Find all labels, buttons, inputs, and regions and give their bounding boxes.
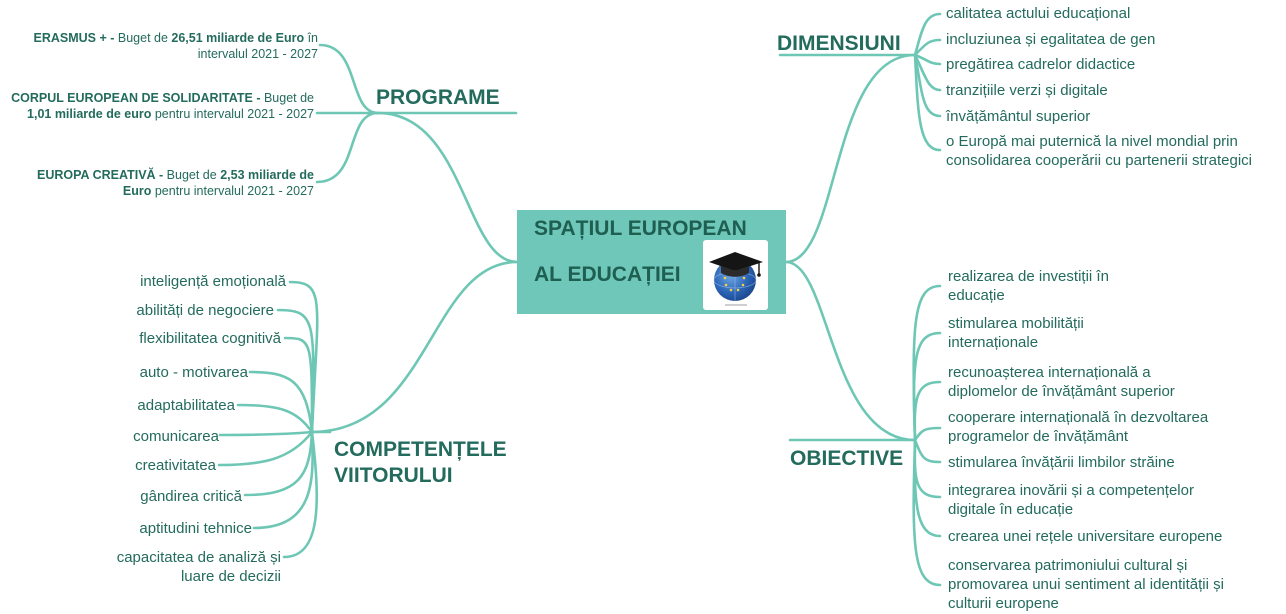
branch-programe: PROGRAME xyxy=(376,86,500,109)
objective-item: crearea unei rețele universitare europen… xyxy=(948,528,1223,545)
connector-dim-6 xyxy=(913,53,942,152)
objective-item: realizarea de investiții în educație xyxy=(948,268,1109,304)
connector-ob-4 xyxy=(913,426,942,442)
program-item: CORPUL EUROPEAN DE SOLIDARITATE - Buget … xyxy=(11,91,314,121)
objective-item: stimularea învățării limbilor străine xyxy=(948,454,1175,471)
connector-comp-8 xyxy=(243,430,314,497)
program-item: EUROPA CREATIVĂ - Buget de 2,53 miliarde… xyxy=(37,168,314,198)
connector-ob-8 xyxy=(912,438,942,587)
connector-ob-2 xyxy=(912,331,942,442)
connector-comp-7 xyxy=(217,430,314,467)
competence-item: aptitudini tehnice xyxy=(139,520,252,537)
competence-item: creativitatea xyxy=(135,457,216,474)
connector-programe xyxy=(376,111,519,264)
dimension-item: pregătirea cadrelor didactice xyxy=(946,56,1136,73)
connector-dimensiuni xyxy=(784,53,917,264)
connector-dim-3 xyxy=(913,53,942,66)
connector-dim-1 xyxy=(913,12,942,57)
branch-obiective: OBIECTIVE xyxy=(790,447,904,470)
connector-ob-1 xyxy=(912,284,942,442)
connector-ob-3 xyxy=(913,380,942,442)
program-item: ERASMUS + - Buget de 26,51 miliarde de E… xyxy=(33,31,318,61)
objective-item: cooperare internațională în dezvoltarea … xyxy=(948,409,1209,445)
connector-dim-2 xyxy=(913,38,942,57)
connector-prog-1 xyxy=(318,43,380,115)
competence-item: abilități de negociere xyxy=(136,302,274,319)
competence-item: gândirea critică xyxy=(140,488,242,505)
connector-comp-6 xyxy=(218,430,314,437)
objective-item: integrarea inovării și a competențelor d… xyxy=(948,482,1194,518)
competence-item: flexibilitatea cognitivă xyxy=(139,330,281,347)
connector-comp-4 xyxy=(248,370,314,434)
objective-item: recunoașterea internațională a diplomelo… xyxy=(948,364,1175,400)
branch-competente: COMPETENȚELE VIITORULUI xyxy=(334,438,507,487)
connector-prog-3 xyxy=(315,111,380,184)
competence-item: adaptabilitatea xyxy=(137,397,235,414)
dimension-item: calitatea actului educațional xyxy=(946,5,1131,22)
connector-obiective xyxy=(784,260,917,442)
dimension-item: incluziunea și egalitatea de gen xyxy=(946,31,1156,48)
connector-comp-5 xyxy=(236,403,314,434)
connector-comp-9 xyxy=(252,430,314,530)
connector-comp-3 xyxy=(283,336,314,434)
connector-dim-4 xyxy=(913,53,942,92)
central-node: SPAȚIUL EUROPEAN AL EDUCAȚIEI xyxy=(517,210,786,314)
objective-item: stimularea mobilității internaționale xyxy=(948,315,1084,351)
connector-competente xyxy=(310,260,519,434)
connector-comp-10 xyxy=(282,430,318,559)
objective-item: conservarea patrimoniului cultural și pr… xyxy=(948,557,1224,612)
dimension-item: tranzițiile verzi și digitale xyxy=(946,82,1108,99)
graduation-cap-globe-icon xyxy=(703,240,768,310)
dimension-item: învățământul superior xyxy=(946,108,1091,125)
central-title-line2: AL EDUCAȚIEI xyxy=(534,263,681,286)
dimension-item: o Europă mai puternică la nivel mondial … xyxy=(946,133,1252,169)
central-title-line1: SPAȚIUL EUROPEAN xyxy=(534,217,747,240)
connector-ob-5 xyxy=(913,438,942,464)
competence-item: capacitatea de analiză și luare de deciz… xyxy=(116,549,281,585)
competence-item: comunicarea xyxy=(133,428,219,445)
competence-item: auto - motivarea xyxy=(139,364,248,381)
branch-dimensiuni: DIMENSIUNI xyxy=(777,32,901,55)
competence-item: inteligență emoțională xyxy=(140,273,286,290)
